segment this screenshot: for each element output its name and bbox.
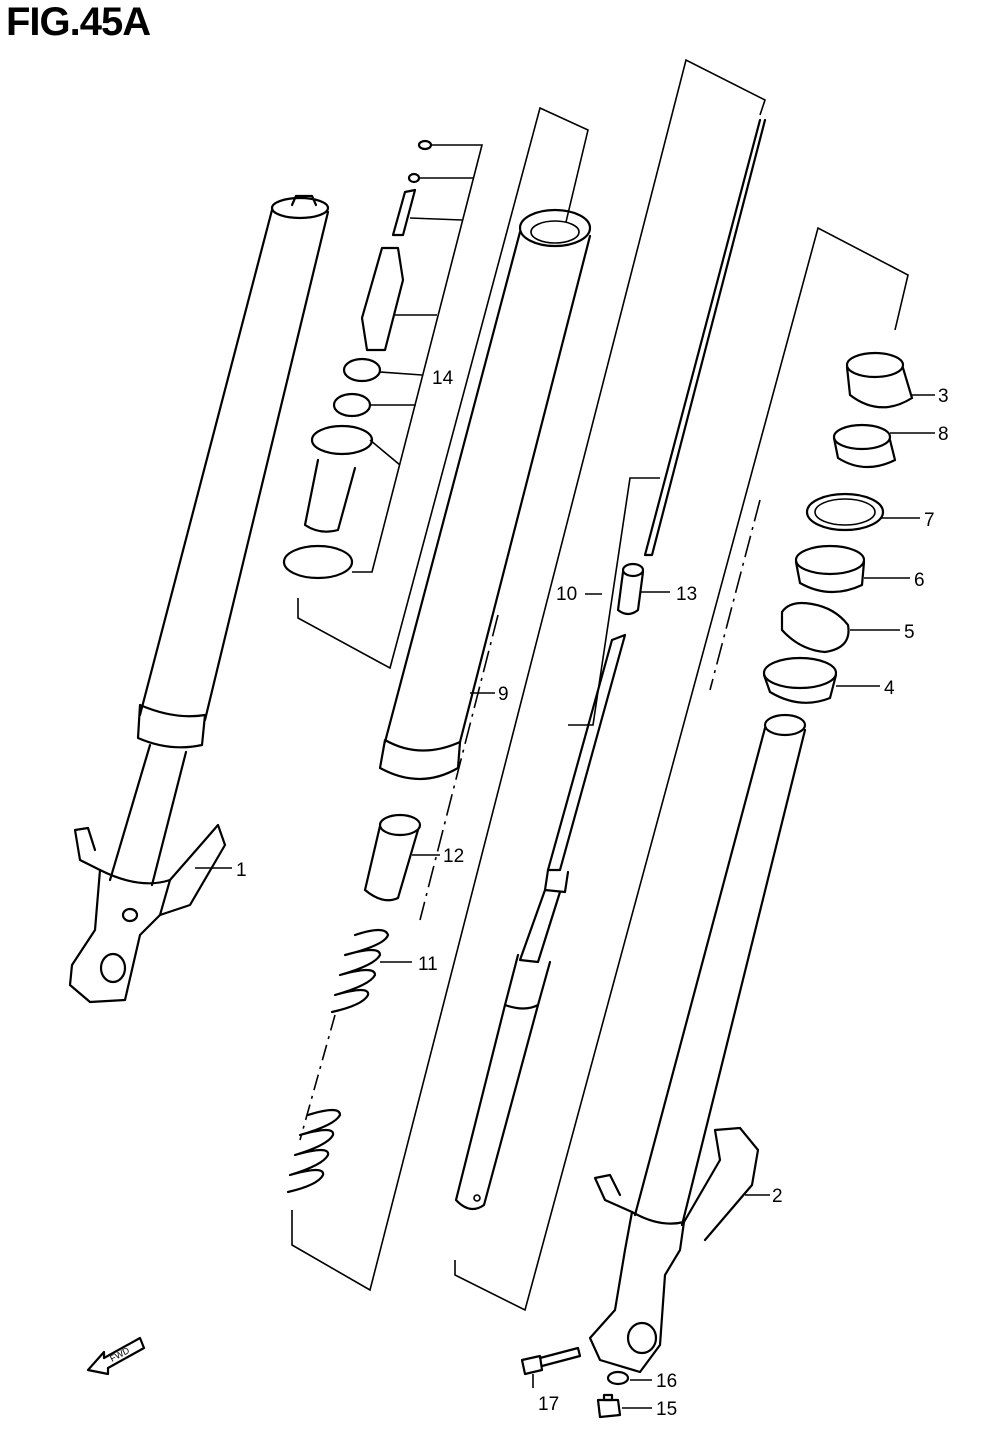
callout-6: 6 — [914, 570, 925, 591]
callout-3: 3 — [938, 386, 949, 407]
callout-8: 8 — [938, 424, 949, 445]
group-frame-damper — [297, 106, 589, 670]
center-line — [419, 614, 499, 921]
callout-17: 17 — [538, 1394, 559, 1415]
callout-7: 7 — [924, 510, 935, 531]
outer-tube[interactable] — [378, 208, 592, 781]
drain-screw[interactable] — [596, 1393, 652, 1419]
washer[interactable] — [606, 1370, 652, 1386]
axle-pinch-bolt[interactable] — [520, 1346, 582, 1388]
callout-11: 11 — [418, 954, 438, 975]
callout-13: 13 — [676, 584, 697, 605]
lock-nut[interactable] — [616, 562, 670, 616]
group-frame-inner — [291, 58, 766, 1292]
fork-assembly-left[interactable] — [68, 194, 330, 1004]
fork-spring[interactable] — [286, 928, 412, 1194]
damper-rod-parts[interactable] — [282, 139, 484, 580]
callout-2: 2 — [772, 1186, 783, 1207]
fork-assembly-right[interactable] — [588, 713, 807, 1374]
callout-12: 12 — [443, 846, 464, 867]
page-title: FIG.45A — [6, 0, 151, 44]
callout-4: 4 — [884, 678, 895, 699]
long-rod[interactable] — [643, 118, 767, 557]
damper-cartridge[interactable] — [454, 633, 627, 1211]
spacer-tube[interactable] — [363, 813, 440, 902]
callout-9: 9 — [498, 684, 509, 705]
callout-10: 10 — [556, 584, 577, 605]
group-frame-cartridge — [568, 477, 660, 726]
fwd-arrow-icon: FWD — [86, 1336, 146, 1376]
callout-1: 1 — [236, 860, 247, 881]
seal-parts[interactable] — [762, 351, 935, 704]
callout-5: 5 — [904, 622, 915, 643]
callout-14: 14 — [432, 368, 454, 389]
center-line-right — [709, 499, 761, 691]
group-frame-seals — [454, 226, 909, 1312]
callout-16: 16 — [656, 1371, 677, 1392]
callout-15: 15 — [656, 1399, 677, 1420]
